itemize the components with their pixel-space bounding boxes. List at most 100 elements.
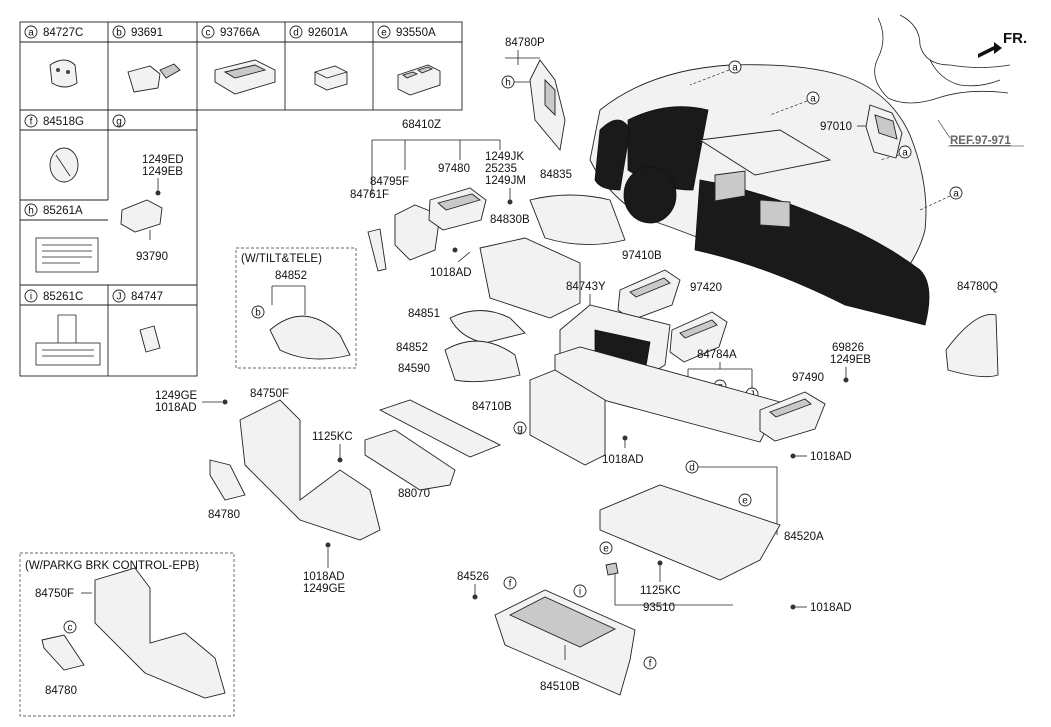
svg-text:e: e — [742, 496, 748, 507]
part-84851-shape — [449, 310, 526, 344]
svg-text:FR.: FR. — [1003, 30, 1027, 47]
svg-text:c: c — [68, 623, 73, 634]
part-84852-shape — [444, 340, 521, 383]
svg-text:J: J — [117, 292, 122, 303]
svg-text:a: a — [732, 63, 738, 74]
legend-cell-j: J 84747 — [112, 289, 163, 353]
svg-text:84750F: 84750F — [35, 588, 74, 600]
svg-text:97010: 97010 — [820, 121, 852, 133]
svg-text:a: a — [953, 189, 959, 200]
legend-cell-h: h 85261A — [24, 203, 99, 273]
part-84830B-shape — [479, 237, 581, 319]
svg-text:e: e — [603, 544, 609, 555]
label-1018AD-d: 1018AD — [810, 451, 852, 463]
label-84780: 84780 — [208, 509, 240, 521]
vent-grille-97480 — [437, 193, 481, 211]
label-97490: 97490 — [792, 372, 824, 384]
svg-text:85261A: 85261A — [43, 205, 83, 217]
inset-epb: (W/PARKG BRK CONTROL-EPB) 84750F c 84780 — [19, 552, 235, 717]
label-84835: 84835 — [540, 169, 572, 181]
part-84710B-shape — [529, 369, 606, 466]
label-1249EB: 1249EB — [830, 354, 871, 366]
label-84761F: 84761F — [350, 189, 389, 201]
svg-text:1249JM: 1249JM — [485, 175, 526, 187]
svg-text:c: c — [206, 28, 211, 39]
part-97480-shape — [428, 187, 487, 231]
label-84710B: 84710B — [472, 401, 512, 413]
callouts-a: a a a a — [689, 60, 963, 211]
svg-text:f: f — [509, 579, 512, 590]
label-1125KC-a: 1125KC — [312, 431, 353, 443]
label-97410B: 97410B — [622, 250, 662, 262]
legend-table: a 84727C b 93691 c 93766A d 92601A — [19, 21, 463, 377]
part-97410B-shape — [617, 269, 681, 321]
svg-text:84780P: 84780P — [505, 37, 545, 49]
part-84780Q-shape — [945, 313, 999, 378]
svg-text:1249JK: 1249JK — [485, 151, 524, 163]
svg-text:68410Z: 68410Z — [402, 119, 441, 131]
svg-text:93691: 93691 — [131, 27, 163, 39]
label-1018AD-b: 1018AD — [155, 402, 197, 414]
dashboard-assembly — [589, 64, 930, 326]
svg-text:f: f — [649, 659, 652, 670]
svg-text:1249EB: 1249EB — [142, 166, 183, 178]
svg-text:25235: 25235 — [485, 163, 517, 175]
legend-cell-e: e 93550A — [377, 25, 441, 96]
svg-text:h: h — [28, 206, 34, 217]
legend-cell-f: f 84518G — [24, 114, 84, 183]
front-arrow: FR. — [978, 30, 1027, 58]
part-84780-shape — [209, 459, 246, 501]
label-1249GE-b: 1249GE — [303, 583, 346, 595]
label-1018AD-e: 1018AD — [303, 571, 345, 583]
part-68410Z: 68410Z — [371, 119, 501, 195]
label-84590: 84590 — [398, 363, 430, 375]
svg-text:84780: 84780 — [45, 685, 77, 697]
label-1125KC-b: 1125KC — [640, 585, 681, 597]
svg-text:h: h — [505, 78, 511, 89]
part-84590-shape — [378, 399, 502, 458]
label-1018AD-f: 1018AD — [810, 602, 852, 614]
legend-cell-a: a 84727C — [24, 25, 83, 88]
label-1018AD-a: 1018AD — [430, 267, 472, 279]
label-84780Q: 84780Q — [957, 281, 998, 293]
svg-text:g: g — [517, 424, 523, 435]
ref-body-outline — [874, 14, 1011, 104]
label-84750F: 84750F — [250, 388, 289, 400]
label-69826: 69826 — [832, 342, 864, 354]
label-84526: 84526 — [457, 571, 489, 583]
part-84761F-shape — [367, 228, 387, 272]
svg-text:(W/TILT&TELE): (W/TILT&TELE) — [241, 253, 322, 265]
svg-text:i: i — [30, 292, 32, 303]
svg-text:93790: 93790 — [136, 251, 168, 263]
label-1018AD-c: 1018AD — [602, 454, 644, 466]
svg-text:84518G: 84518G — [43, 116, 84, 128]
svg-text:a: a — [902, 148, 908, 159]
part-84750F-shape — [239, 399, 381, 541]
part-84520A-shape — [599, 484, 781, 581]
label-84784A: 84784A — [697, 349, 737, 361]
svg-text:f: f — [30, 117, 33, 128]
svg-text:93766A: 93766A — [220, 27, 260, 39]
label-1249GE-a: 1249GE — [155, 390, 198, 402]
label-84851: 84851 — [408, 308, 440, 320]
label-1249JK-group: 1249JK 25235 1249JM — [485, 151, 526, 205]
label-84852: 84852 — [396, 342, 428, 354]
svg-text:84852: 84852 — [275, 270, 307, 282]
part-97010: 97010 — [820, 104, 903, 159]
part-84780P: 84780P h — [501, 37, 566, 152]
part-84835-shape — [529, 194, 626, 245]
legend-cell-c: c 93766A — [201, 25, 276, 95]
label-97480: 97480 — [438, 163, 470, 175]
label-84795F: 84795F — [370, 176, 409, 188]
ref-label: REF.97-971 — [937, 119, 1024, 147]
inset-tilt-tele: (W/TILT&TELE) 84852 b — [235, 247, 357, 369]
svg-text:93550A: 93550A — [396, 27, 436, 39]
svg-text:84747: 84747 — [131, 291, 163, 303]
svg-text:b: b — [116, 28, 122, 39]
label-93510: 93510 — [643, 602, 675, 614]
svg-text:i: i — [579, 587, 581, 598]
label-84520A: 84520A — [784, 531, 824, 543]
label-88070: 88070 — [398, 488, 430, 500]
svg-text:a: a — [810, 94, 816, 105]
